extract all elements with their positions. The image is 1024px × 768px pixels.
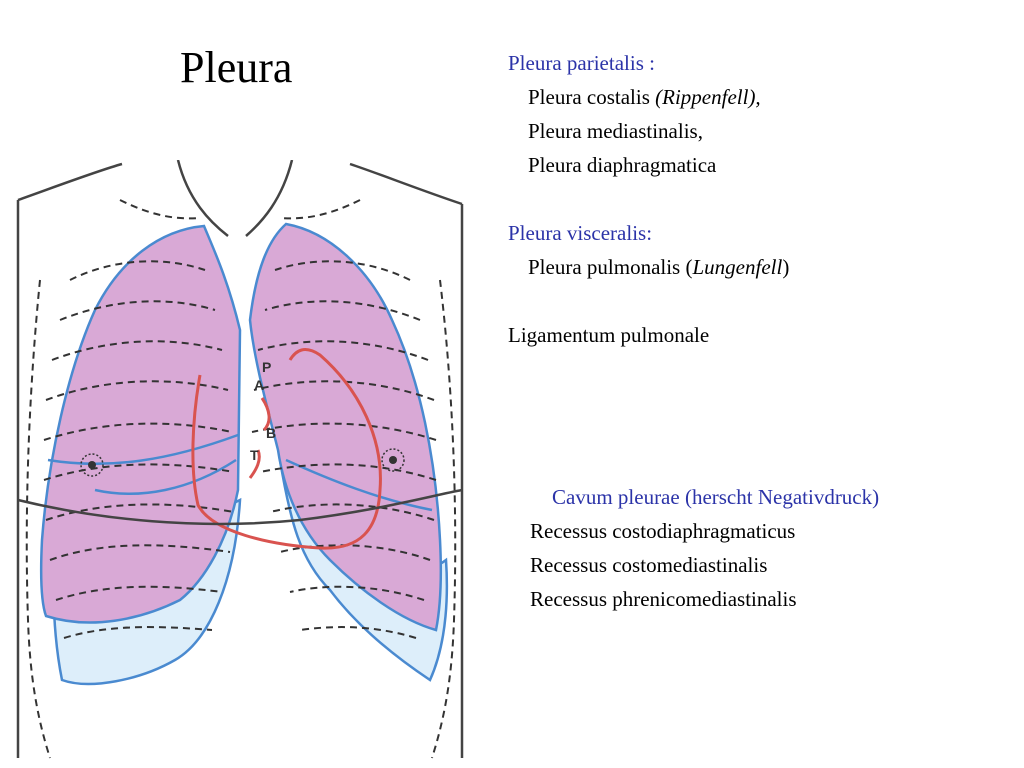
lungs	[39, 222, 443, 632]
visceralis-heading: Pleura visceralis:	[508, 221, 653, 245]
ligamentum-line: Ligamentum pulmonale	[508, 323, 710, 347]
thoracic-contour	[25, 199, 457, 759]
cavum-text-block: Cavum pleurae (herscht Negativdruck) Rec…	[530, 480, 879, 616]
ribs	[43, 260, 437, 639]
recessus-item-1: Recessus costomediastinalis	[530, 553, 768, 577]
diaphragm-line	[17, 488, 463, 526]
recessus-item-2: Recessus phrenicomediastinalis	[530, 587, 797, 611]
heart-valve-lines	[248, 397, 271, 479]
label-t: T	[250, 447, 259, 463]
parietalis-heading: Pleura parietalis :	[508, 51, 655, 75]
heart-outline	[191, 348, 382, 550]
pulmonalis-close: )	[782, 255, 790, 279]
pleura-text-block: Pleura parietalis : Pleura costalis (Rip…	[508, 46, 789, 352]
body-outline	[16, 160, 464, 758]
costalis-italic: (Rippenfell),	[649, 85, 761, 109]
costalis-text: Pleura costalis	[528, 85, 650, 109]
mediastinalis-line: Pleura mediastinalis,	[528, 119, 703, 143]
recessus-item-0: Recessus costodiaphragmaticus	[530, 519, 796, 543]
nipple-marks	[80, 448, 405, 477]
pulmonalis-line: Pleura pulmonalis (Lungenfell)	[508, 250, 789, 284]
pulmonalis-text: Pleura pulmonalis (	[528, 255, 693, 279]
diaphragmatica-line: Pleura diaphragmatica	[528, 153, 717, 177]
cavum-heading: Cavum pleurae (herscht Negativdruck)	[552, 485, 880, 509]
pulmonalis-italic: Lungenfell	[692, 255, 783, 279]
label-a: A	[254, 377, 264, 393]
costalis-line: Pleura costalis (Rippenfell),	[508, 80, 789, 114]
label-p: P	[262, 359, 271, 375]
label-b: B	[266, 425, 276, 441]
slide-title: Pleura	[180, 43, 293, 92]
thorax-diagram: P A B T	[16, 160, 464, 759]
